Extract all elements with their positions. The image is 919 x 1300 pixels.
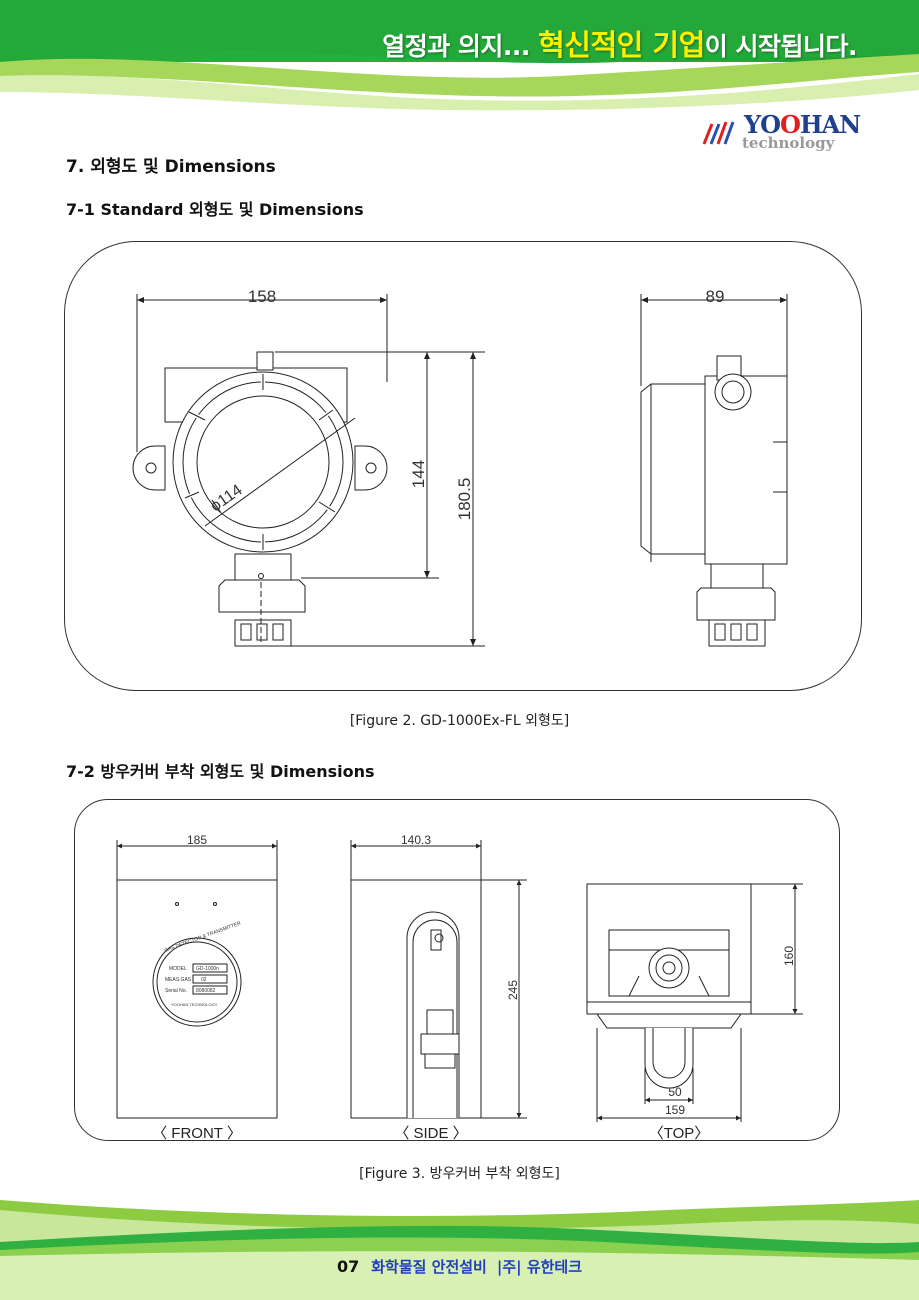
header-slogan: 열정과 의지... 혁신적인 기업이 시작됩니다.	[382, 28, 857, 62]
label-front-view: 〈 FRONT 〉	[152, 1125, 242, 1142]
plate-gas-value: 02	[201, 977, 207, 983]
section-heading: 7. 외형도 및 Dimensions	[66, 157, 276, 177]
label-side-view: 〈 SIDE 〉	[394, 1125, 467, 1142]
dim-width-158: 158	[248, 287, 276, 306]
dim-height-180-5: 180.5	[455, 478, 474, 521]
logo-wordmark: YOOHAN	[744, 110, 861, 139]
company-logo: YOOHAN technology	[700, 110, 861, 154]
subsection-heading-standard: 7-1 Standard 외형도 및 Dimensions	[66, 200, 364, 219]
dim-top-159: 159	[665, 1103, 685, 1117]
dim-side-140-3: 140.3	[401, 833, 431, 847]
figure-rain-cover-dimensions: 185 GAS DETECTOR & TRANSMITTER MODEL GD-…	[74, 799, 840, 1142]
footer-company: |주| 유한테크	[496, 1258, 583, 1276]
plate-serial-label: Serial No.	[165, 988, 187, 994]
slogan-highlight: 혁신적인 기업	[538, 28, 705, 62]
plate-serial-value: 8080082	[196, 988, 216, 994]
rain-cover-drawing: 185 GAS DETECTOR & TRANSMITTER MODEL GD-…	[116, 833, 803, 1142]
footer-banner: 07 화학물질 안전설비 |주| 유한테크	[0, 1190, 919, 1300]
dim-top-50: 50	[668, 1085, 682, 1099]
figure-2-caption: [Figure 2. GD-1000Ex-FL 외형도]	[349, 713, 570, 729]
logo-subtitle: technology	[742, 134, 835, 152]
logo-stripes-icon	[702, 121, 735, 145]
dim-top-160: 160	[782, 946, 796, 966]
figure-3-caption: [Figure 3. 방우커버 부착 외형도]	[359, 1166, 560, 1182]
plate-gas-label: MEAS.GAS	[165, 977, 192, 983]
label-top-view: 〈TOP〉	[649, 1125, 710, 1142]
plate-maker: YOOHAN TECHNOLOGY	[171, 1002, 218, 1007]
subsection-heading-rain-cover: 7-2 방우커버 부착 외형도 및 Dimensions	[66, 762, 375, 781]
page-number: 07	[336, 1257, 360, 1276]
dim-front-185: 185	[187, 833, 207, 847]
plate-model-value: GD-1000n	[196, 966, 219, 972]
dim-height-144: 144	[409, 460, 428, 488]
header-wave-graphic	[0, 0, 919, 111]
figure-standard-dimensions: 158 ϕ114 144 180.5 89	[64, 241, 862, 691]
plate-model-label: MODEL	[169, 966, 187, 972]
dim-depth-89: 89	[706, 287, 725, 306]
footer-wave-graphic	[0, 1200, 919, 1300]
header-banner: 열정과 의지... 혁신적인 기업이 시작됩니다.	[0, 0, 919, 112]
footer-tagline: 화학물질 안전설비	[371, 1258, 487, 1276]
dim-side-245: 245	[506, 980, 520, 1000]
standard-drawing: 158 ϕ114 144 180.5 89	[132, 287, 788, 647]
footer-text: 07 화학물질 안전설비 |주| 유한테크	[0, 1256, 919, 1277]
